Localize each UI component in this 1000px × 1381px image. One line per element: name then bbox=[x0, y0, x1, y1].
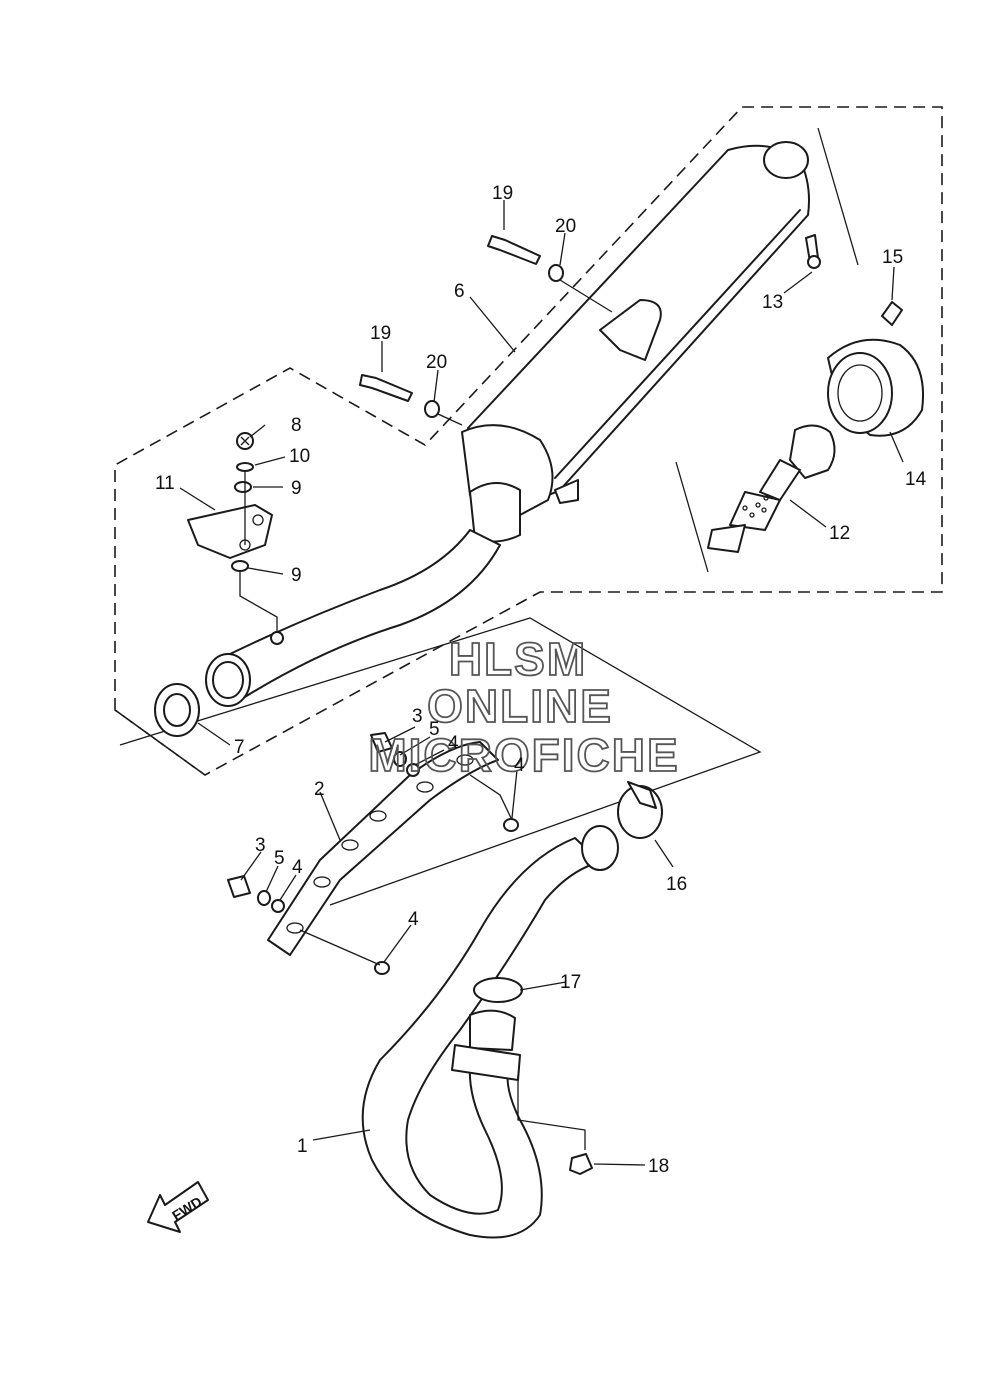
bolt-19-lower bbox=[359, 374, 413, 402]
callout-15: 15 bbox=[882, 247, 903, 268]
grommet-4-right bbox=[503, 818, 519, 832]
callout-7: 7 bbox=[234, 737, 245, 758]
grommet-4-lower bbox=[271, 899, 285, 913]
grommet-4-upper bbox=[406, 763, 420, 777]
muffler-assembly-dashed-outline bbox=[114, 106, 943, 776]
callout-14: 14 bbox=[905, 469, 927, 490]
spark-arrester-12 bbox=[707, 424, 836, 553]
pipe-flange bbox=[451, 1009, 521, 1081]
callout-5-upper: 5 bbox=[429, 719, 440, 740]
watermark: HLSM ONLINE MICROFICHE bbox=[367, 632, 679, 782]
watermark-line-1: HLSM bbox=[449, 633, 587, 685]
washer-10 bbox=[236, 462, 254, 472]
callout-11: 11 bbox=[155, 473, 175, 494]
washer-5-upper bbox=[393, 751, 407, 767]
screw-3-upper bbox=[370, 732, 393, 753]
clamp-16 bbox=[617, 781, 663, 839]
callout-16: 16 bbox=[666, 874, 687, 895]
washer-9-upper bbox=[234, 481, 252, 493]
callout-1: 1 bbox=[297, 1136, 308, 1157]
screw-15 bbox=[881, 301, 903, 326]
muffler-bracket bbox=[187, 504, 273, 559]
callout-6: 6 bbox=[454, 281, 465, 302]
callout-3-upper: 3 bbox=[412, 706, 423, 727]
washer-5-lower bbox=[257, 890, 271, 906]
callout-9-lower: 9 bbox=[291, 565, 302, 586]
bolt-8 bbox=[236, 432, 254, 450]
watermark-line-3: MICROFICHE bbox=[368, 729, 679, 781]
callout-13: 13 bbox=[762, 292, 783, 313]
callout-5-lower: 5 bbox=[274, 848, 285, 869]
heat-shield-2 bbox=[267, 741, 499, 956]
bolt-19-upper bbox=[487, 235, 541, 265]
callout-labels: 1 2 3 3 4 4 4 4 5 5 6 7 8 9 9 10 11 12 1… bbox=[155, 183, 927, 1177]
callout-20-lower: 20 bbox=[426, 352, 447, 373]
callout-19-lower: 19 bbox=[370, 323, 391, 344]
callout-12: 12 bbox=[829, 523, 850, 544]
callout-17: 17 bbox=[560, 972, 581, 993]
heat-shield-subassembly-outline bbox=[119, 617, 762, 906]
watermark-line-2: ONLINE bbox=[427, 680, 613, 732]
screw-3-lower bbox=[227, 875, 251, 898]
callout-18: 18 bbox=[648, 1156, 669, 1177]
gasket-17 bbox=[473, 977, 523, 1003]
callout-19-upper: 19 bbox=[492, 183, 513, 204]
callout-8: 8 bbox=[291, 415, 302, 436]
washer-9-lower bbox=[231, 560, 249, 572]
callout-4-upper: 4 bbox=[448, 733, 459, 754]
callout-10: 10 bbox=[289, 446, 310, 467]
muffler-body bbox=[461, 141, 810, 543]
leader-lines bbox=[179, 200, 904, 1166]
callout-4-bottom: 4 bbox=[408, 909, 419, 930]
endcap-subassembly-outline bbox=[675, 127, 859, 573]
callout-9-upper: 9 bbox=[291, 478, 302, 499]
callout-4-lower: 4 bbox=[292, 857, 303, 878]
callout-3-lower: 3 bbox=[255, 835, 266, 856]
callout-2: 2 bbox=[314, 779, 325, 800]
callout-20-upper: 20 bbox=[555, 216, 576, 237]
bolt-13 bbox=[805, 234, 821, 269]
callout-4-right: 4 bbox=[514, 755, 525, 776]
washer-20-lower bbox=[424, 400, 440, 418]
washer-20-upper bbox=[548, 264, 564, 282]
nut-18 bbox=[569, 1153, 593, 1175]
end-cap-14 bbox=[827, 338, 924, 437]
forward-direction-arrow: FWD bbox=[147, 1181, 209, 1233]
connecting-pipe bbox=[154, 529, 501, 737]
